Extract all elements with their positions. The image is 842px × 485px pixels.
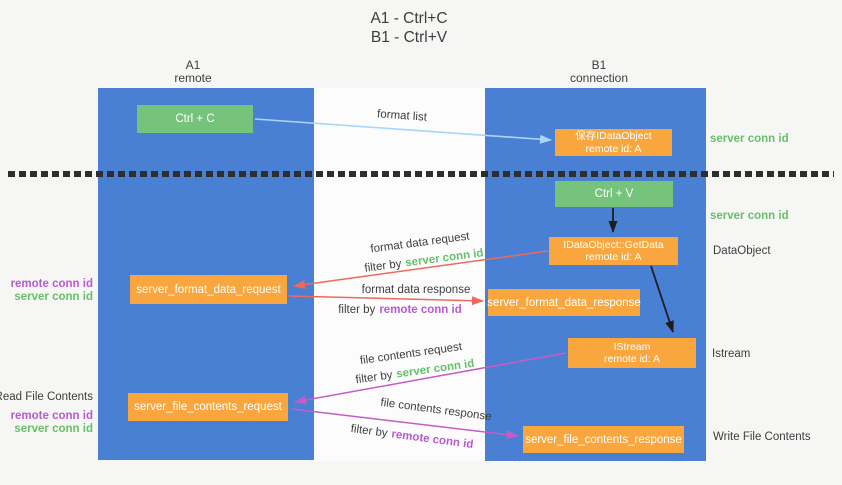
annotation-server-conn-id: server conn id (14, 422, 93, 435)
filter-by-text: filter by (338, 304, 376, 316)
diagram-title: A1 - Ctrl+C B1 - Ctrl+V (370, 9, 447, 47)
lane-a1-role: remote (174, 71, 212, 85)
node-ctrl-c: Ctrl + C (137, 105, 253, 133)
annotation-remote-conn-id: remote conn id (10, 410, 93, 422)
node-ctrl-v: Ctrl + V (555, 181, 673, 207)
node-server-format-data-request-label: server_format_data_request (136, 283, 281, 296)
annotation-file-conn-ids: remote conn id server conn id (11, 410, 93, 435)
annotation-istream: Istream (712, 348, 751, 360)
annotation-write-file-contents: Write File Contents (713, 431, 811, 443)
node-idataobject-getdata-line2: remote id: A (585, 251, 642, 263)
node-server-file-contents-request-label: server_file_contents_request (134, 401, 282, 413)
node-istream-line1: IStream (613, 340, 651, 353)
node-ctrl-v-label: Ctrl + V (594, 188, 634, 200)
annotation-format-conn-ids: remote conn id server conn id (11, 278, 93, 303)
annotation-read-file-contents: Read File Contents (0, 391, 93, 403)
clipboard-boundary-dotted-line (8, 171, 834, 177)
node-save-idataobject-line1: 保存IDataObject (575, 130, 652, 142)
lane-b1-role: connection (569, 71, 629, 85)
edge-label-format-data-response: format data response (361, 284, 471, 296)
node-ctrl-c-label: Ctrl + C (175, 113, 215, 125)
lane-header-b1: B1 connection (570, 59, 628, 85)
lane-a1-name: A1 (185, 58, 201, 72)
lane-b1-name: B1 (591, 58, 607, 72)
node-idataobject-getdata-line1: IDataObject::GetData (563, 238, 664, 251)
title-line-2: B1 - Ctrl+V (370, 29, 448, 46)
annotation-remote-conn-id: remote conn id (10, 278, 93, 290)
node-istream: IStream remote id: A (568, 338, 696, 368)
annotation-server-conn-id-top: server conn id (710, 133, 789, 145)
lane-header-a1: A1 remote (174, 59, 211, 85)
node-save-idataobject: 保存IDataObject remote id: A (555, 129, 672, 156)
node-server-format-data-request: server_format_data_request (130, 275, 287, 304)
annotation-server-conn-id: server conn id (14, 290, 93, 303)
node-server-format-data-response: server_format_data_response (487, 289, 641, 316)
annotation-dataobject: DataObject (713, 245, 771, 257)
node-idataobject-getdata: IDataObject::GetData remote id: A (549, 237, 678, 265)
annotation-server-conn-id-mid: server conn id (710, 210, 789, 222)
filter-key-remote-conn-id: remote conn id (379, 304, 462, 316)
node-istream-line2: remote id: A (603, 353, 661, 365)
node-save-idataobject-line2: remote id: A (585, 142, 642, 155)
node-server-file-contents-request: server_file_contents_request (128, 393, 288, 421)
node-server-format-data-response-label: server_format_data_response (487, 296, 641, 309)
node-server-file-contents-response: server_file_contents_response (523, 426, 684, 453)
title-line-1: A1 - Ctrl+C (370, 10, 448, 27)
node-server-file-contents-response-label: server_file_contents_response (525, 433, 682, 446)
